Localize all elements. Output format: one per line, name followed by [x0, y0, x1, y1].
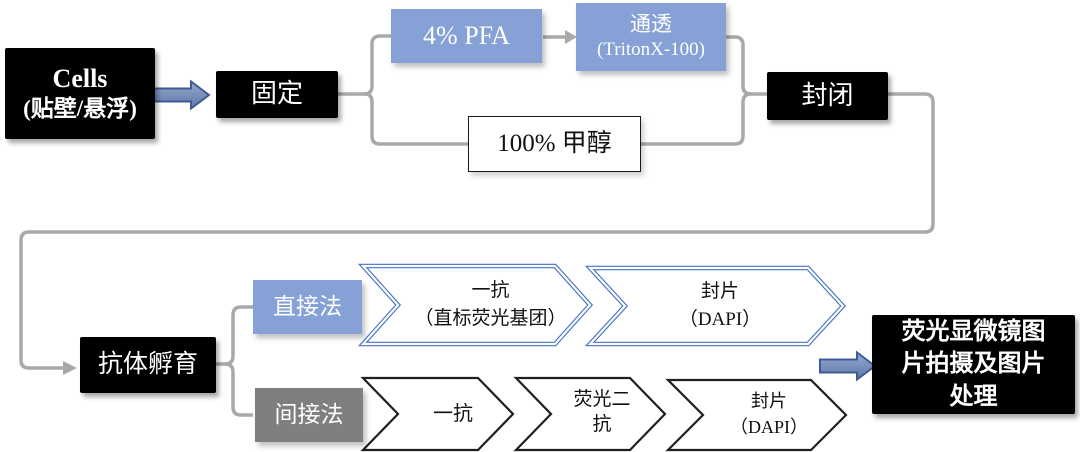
output-label-line1: 荧光显微镜图	[901, 318, 1046, 345]
node-fixation: 固定	[216, 71, 338, 118]
node-blocking: 封闭	[767, 72, 888, 120]
node-pfa: 4% PFA	[391, 9, 542, 63]
chevron-indirect-primary	[360, 376, 515, 452]
connector-permeabilization-to-blocking	[726, 35, 767, 96]
chevron-indirect-mount-label: 封片 （DAPI）	[698, 382, 840, 446]
permeabilization-sublabel: (TritonX-100)	[596, 39, 706, 61]
connector-blocking-to-antibody	[19, 92, 935, 370]
arrowhead-antibody-icon	[63, 361, 77, 375]
output-label-line2: 片拍摄及图片	[901, 351, 1046, 378]
direct-primary-line1: 一抗	[471, 279, 510, 301]
chevron-direct-primary-label: 一抗 （直标荧光基团）	[398, 268, 583, 342]
node-direct-method: 直接法	[253, 280, 362, 334]
connector-fixation-to-pfa	[338, 34, 391, 96]
node-indirect-method: 间接法	[255, 388, 363, 442]
node-methanol: 100% 甲醇	[468, 116, 641, 172]
node-permeabilization: 通透 (TritonX-100)	[576, 3, 726, 71]
chevron-direct-primary	[357, 263, 594, 347]
output-label-line3: 处理	[949, 383, 998, 410]
block-arrow-to-output-icon	[819, 350, 877, 382]
direct-primary-line2: （直标荧光基团）	[414, 308, 567, 329]
node-output: 荧光显微镜图 片拍摄及图片 处理	[872, 315, 1075, 414]
direct-mount-line1: 封片	[700, 280, 739, 302]
fixation-label: 固定	[250, 79, 303, 109]
pfa-label: 4% PFA	[423, 20, 510, 50]
indirect-method-label: 间接法	[274, 401, 344, 427]
indirect-mount-line2: （DAPI）	[729, 417, 808, 437]
node-cells: Cells (贴壁/悬浮)	[5, 48, 155, 139]
indirect-secondary-line2: 抗	[592, 414, 612, 435]
chevron-indirect-secondary	[513, 376, 667, 452]
indirect-secondary-line1: 荧光二	[573, 389, 631, 411]
connector-fixation-to-methanol	[364, 92, 468, 146]
block-arrow-cells-to-fixation-icon	[152, 79, 211, 111]
chevron-indirect-secondary-label: 荧光二 抗	[546, 380, 658, 446]
chevron-direct-mount-label: 封片 （DAPI）	[620, 270, 820, 342]
connector-methanol-to-blocking	[641, 92, 752, 146]
chevron-indirect-primary-label: 一抗	[398, 382, 508, 446]
indirect-mount-line1: 封片	[751, 390, 787, 411]
cells-label-cn: (贴壁/悬浮)	[23, 96, 137, 122]
node-antibody-incubation: 抗体孵育	[80, 337, 216, 393]
direct-method-label: 直接法	[273, 293, 342, 319]
cells-label-en: Cells	[52, 63, 108, 93]
indirect-primary-label-text: 一抗	[433, 403, 473, 425]
chevron-indirect-mount	[665, 378, 848, 452]
blocking-label: 封闭	[801, 80, 854, 110]
arrowhead-permeabilization-icon	[565, 30, 577, 44]
methanol-label: 100% 甲醇	[497, 130, 612, 158]
direct-mount-line2: （DAPI）	[678, 309, 762, 330]
permeabilization-label: 通透	[630, 12, 672, 36]
antibody-incubation-label: 抗体孵育	[97, 351, 198, 379]
connector-antibody-to-direct	[216, 305, 253, 366]
connector-antibody-to-indirect	[224, 362, 253, 417]
chevron-direct-mount	[584, 265, 847, 347]
